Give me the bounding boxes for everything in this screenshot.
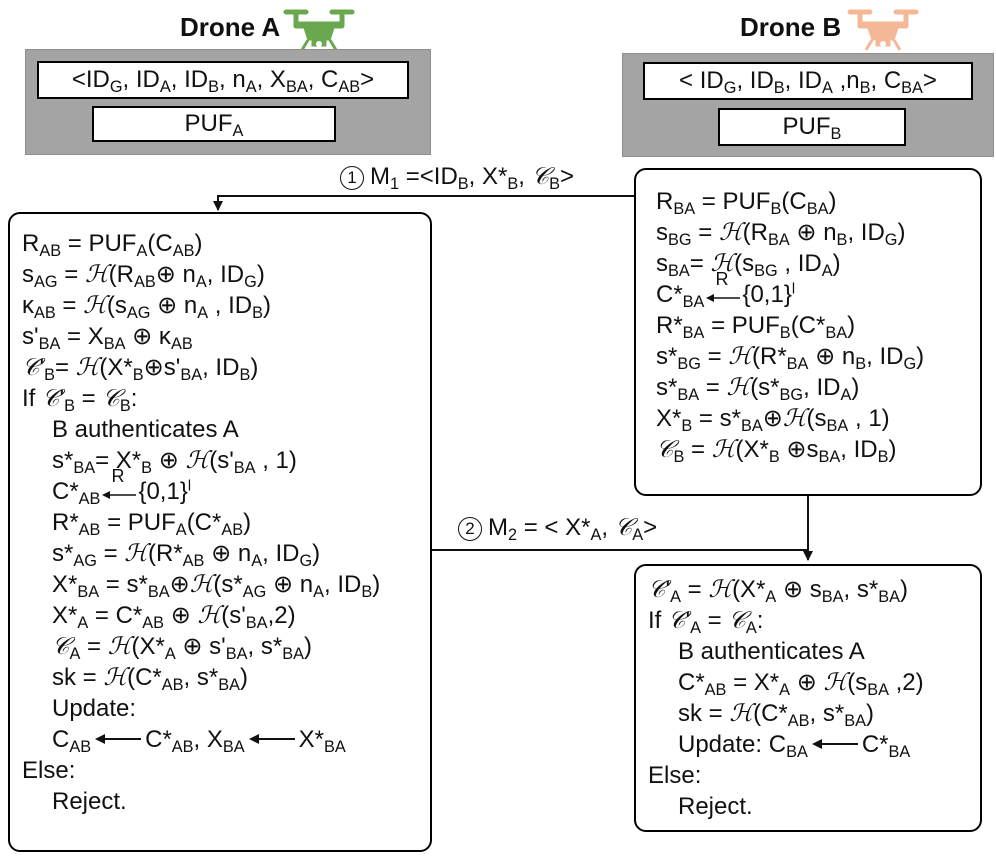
step-line: s*BG = ℋ(R*BA ⊕ nB, IDG): [656, 342, 925, 373]
step-line: Reject.: [678, 793, 753, 820]
m1-arrow: [213, 195, 634, 211]
step-line: RAB = PUFA(CAB): [22, 230, 203, 260]
step-line: 𝒞A = ℋ(X*A ⊕ s'BA, s*BA): [52, 632, 312, 663]
step-line: s'BA = XBA ⊕ κAB: [22, 323, 193, 353]
step-line: 𝒞'A = ℋ(X*A ⊕ sBA, s*BA): [648, 575, 908, 606]
step-line: R*BA = PUFB(C*BA): [656, 312, 856, 342]
step-1-badge: 1: [340, 166, 364, 190]
drone-a-stored-values: <IDG, IDA, IDB, nA, XBA, CAB>: [37, 61, 409, 99]
step-line: If 𝒞'A = 𝒞A:: [648, 606, 764, 637]
step-line: X*BA = s*BA⊕ℋ(s*AG ⊕ nA, IDB): [52, 570, 381, 601]
drone-a-computation-box: [8, 212, 432, 852]
step-2-badge: 2: [458, 517, 482, 541]
m2-arrow: [432, 549, 813, 561]
step-line: s*BA = ℋ(s*BG, IDA): [656, 373, 860, 404]
step-line: s*AG = ℋ(R*AB ⊕ nA, IDG): [52, 539, 321, 570]
drone-b-verify-steps: 𝒞'A = ℋ(X*A ⊕ sBA, s*BA) If 𝒞'A = 𝒞A: B …: [648, 574, 924, 822]
assign-arrow: [95, 734, 142, 744]
step-line: 𝒞B = ℋ(X*B ⊕sBA, IDB): [656, 435, 897, 466]
step-line: X*B = s*BA⊕ℋ(sBA , 1): [656, 404, 890, 435]
step-line: sk = ℋ(C*AB, s*BA): [52, 663, 248, 694]
drone-b-computation-box: [634, 168, 982, 496]
step-line: If 𝒞'B = 𝒞B:: [22, 384, 138, 415]
random-choice-arrow: R: [706, 270, 741, 304]
step-line: B authenticates A: [52, 416, 239, 443]
assign-arrow: [248, 734, 295, 744]
drone-a-puf: PUFA: [92, 106, 336, 142]
drone-b-steps: RBA = PUFB(CBA) sBG = ℋ(RBA ⊕ nB, IDG) s…: [656, 186, 924, 465]
drone-a-title: Drone A: [180, 12, 281, 42]
step-line: sk = ℋ(C*AB, s*BA): [678, 699, 874, 730]
drone-a-icon: [283, 9, 355, 51]
step-line: X*A = C*AB ⊕ ℋ(s'BA,2): [52, 601, 296, 632]
step-line: B authenticates A: [678, 638, 865, 665]
drone-b-verification-box: [634, 564, 982, 832]
random-choice-arrow: R: [102, 467, 137, 501]
step-line: sAG = ℋ(RAB⊕ nA, IDG): [22, 260, 265, 291]
drone-a-stored-text: <IDG, IDA, IDB, nA, XBA, CAB>: [71, 66, 375, 96]
step-line: R*AB = PUFA(C*AB): [52, 509, 252, 539]
step-line: C*AB = X*A ⊕ ℋ(sBA ,2): [678, 668, 924, 699]
step-line: Else:: [22, 757, 76, 784]
step-line: RBA = PUFB(CBA): [656, 188, 837, 218]
step-line: 𝒞'B= ℋ(X*B⊕s'BA, IDB): [22, 353, 259, 384]
drone-b-stored-text: < IDG, IDB, IDA ,nB, CBA>: [679, 67, 937, 97]
drone-b-icon: [847, 9, 919, 51]
drone-a-steps: RAB = PUFA(CAB) sAG = ℋ(RAB⊕ nA, IDG) κA…: [22, 228, 380, 817]
step-line: Else:: [648, 762, 702, 789]
assign-arrow: [811, 739, 858, 749]
step-line: sBA= ℋ(sBG , IDA): [656, 249, 841, 280]
drone-b-stored-values: < IDG, IDB, IDA ,nB, CBA>: [643, 62, 973, 100]
step-line: s*BA= X*B ⊕ ℋ(s'BA , 1): [52, 446, 297, 477]
step-line: Reject.: [52, 788, 127, 815]
drone-b-puf: PUFB: [718, 108, 906, 146]
step-line: sBG = ℋ(RBA ⊕ nB, IDG): [656, 218, 906, 249]
drone-b-title: Drone B: [740, 12, 842, 42]
step-line: κAB = ℋ(sAG ⊕ nA , IDB): [22, 291, 272, 322]
step-line: Update:: [52, 695, 137, 722]
